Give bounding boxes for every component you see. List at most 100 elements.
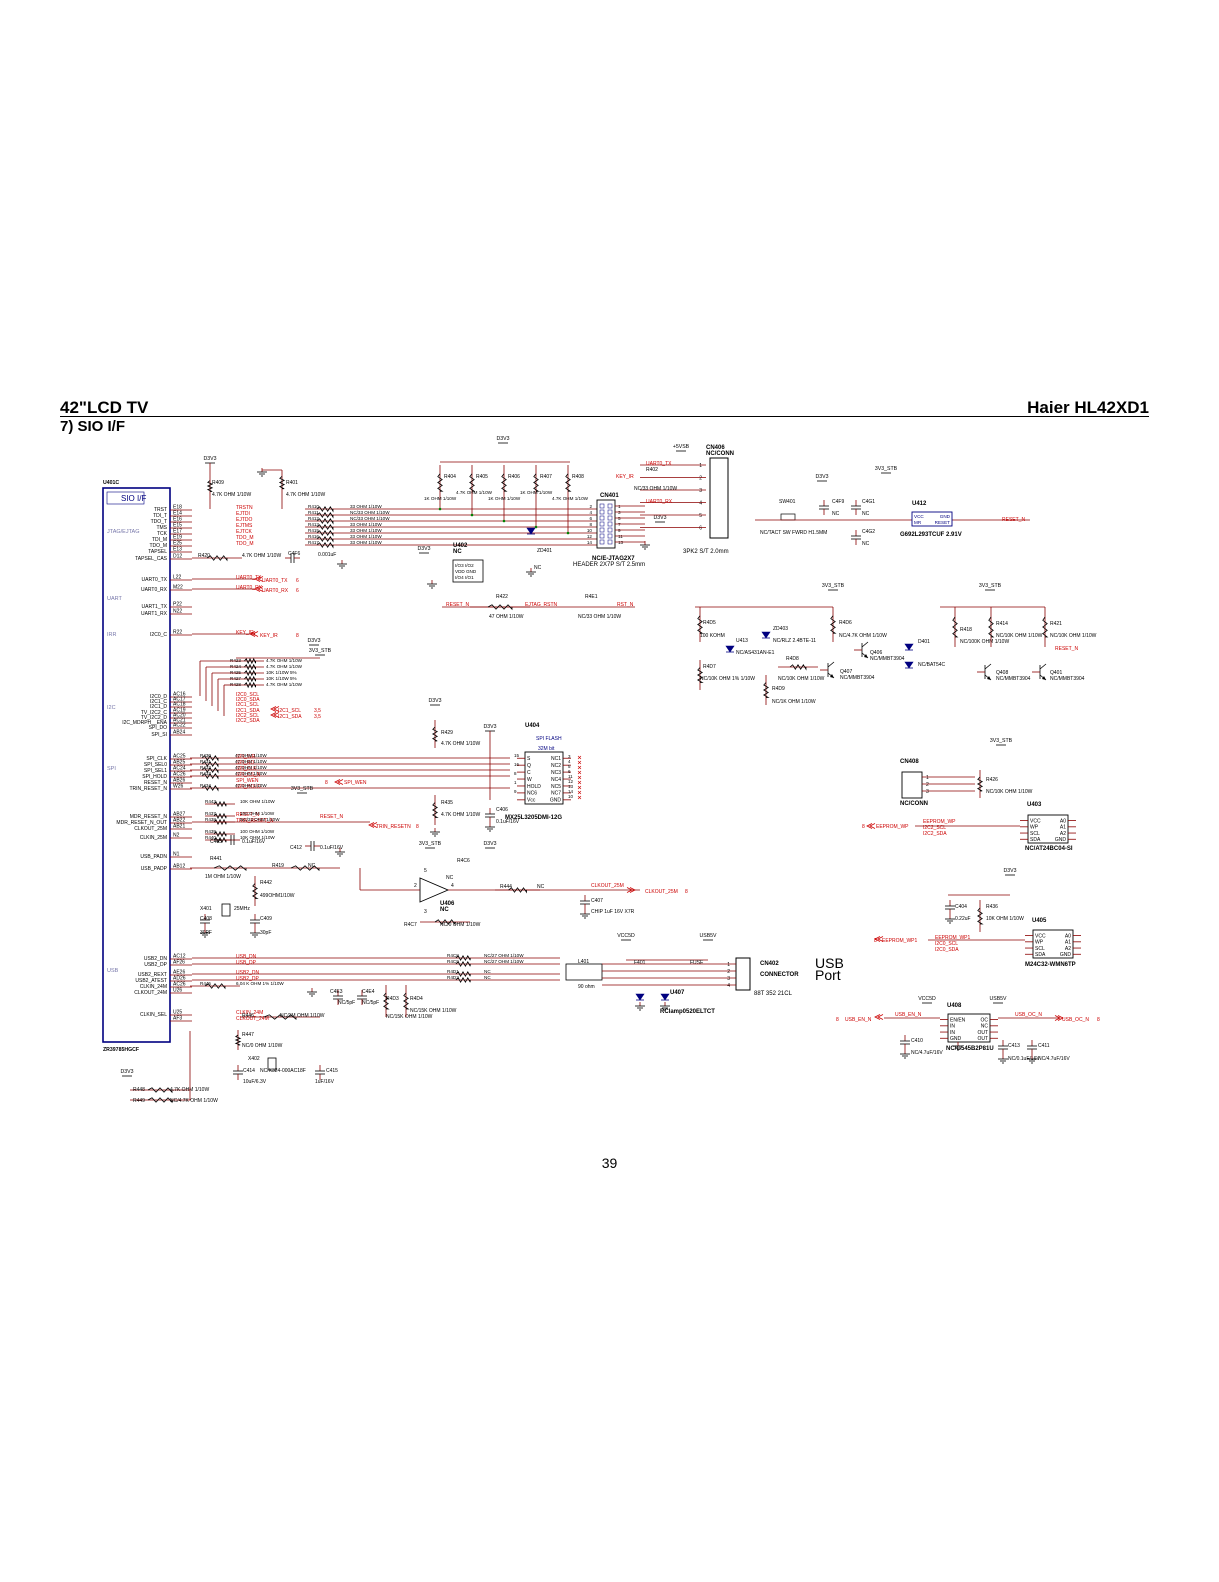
u404-part: MX25L3205DMI-12G xyxy=(505,815,562,821)
u412-part: G692L293TCUF 2.91V xyxy=(900,532,962,538)
u405-chip xyxy=(1032,929,1074,959)
u401-pin-number: U26 xyxy=(173,988,182,994)
net-label: UART0_TX xyxy=(236,575,262,581)
rail-label: D3V3 xyxy=(484,841,497,847)
u404-chip-pin-name: GND xyxy=(550,798,562,804)
offpage-label: EEPROM_WP xyxy=(876,824,909,830)
net-label: RESET_N xyxy=(446,602,469,608)
value: 100 KOHM xyxy=(700,633,725,639)
reset-series xyxy=(213,830,227,838)
u401-pin-number: AB24 xyxy=(173,730,185,736)
value: 0.22uF xyxy=(955,916,971,922)
net-label: EJTDI xyxy=(236,511,250,517)
net-label: RESET_N xyxy=(236,812,259,818)
ref: R420 xyxy=(198,553,210,559)
cn402-usb-connector xyxy=(735,957,751,991)
u404-chip-pin-name: C xyxy=(527,770,531,776)
u401-pin-name: UART0_RX xyxy=(141,587,168,593)
u401-pin-name: CLKOUT_24M xyxy=(134,990,167,996)
u404-chip-pin-name: NC2 xyxy=(551,763,561,769)
ref: R446 xyxy=(242,1013,254,1019)
rail-label: D3V3 xyxy=(121,1069,134,1075)
u401-pin-name: TMS xyxy=(156,525,167,531)
r4d8 xyxy=(789,664,807,671)
u401-pin-number: AC26 xyxy=(173,772,186,778)
u402-ref: U402 xyxy=(453,543,468,549)
cn401-pin xyxy=(599,515,605,521)
jtag-series xyxy=(316,536,334,543)
pin-number: 7 xyxy=(618,522,621,527)
u401-pin-number: AB21 xyxy=(173,824,185,830)
ref: R416 xyxy=(308,534,319,539)
value: 4.7K OHM 1/10W xyxy=(441,741,480,747)
ref: C414 xyxy=(243,1068,255,1074)
r420 xyxy=(206,555,228,562)
rail-label: 3V3_STB xyxy=(979,583,1002,589)
u401-pin-name: CLKIN_24M xyxy=(140,984,167,990)
value: NC/33 OHM 1/10W xyxy=(578,614,621,620)
offpage-arrow-icon xyxy=(1054,1015,1064,1021)
u401-pin-name: TV_I2C2_C xyxy=(141,710,168,716)
value: NC/10K OHM 1% 1/10W xyxy=(700,676,755,682)
value: 0.1uF/16V xyxy=(242,839,266,845)
u401-pin-name: TDO_M xyxy=(150,543,168,549)
pin-number: 11 xyxy=(618,534,623,539)
header-rule xyxy=(60,416,1149,417)
reset-series xyxy=(213,800,227,808)
u404-chip-pin-name: NC4 xyxy=(551,777,561,783)
u401-pin-name: USB_PADN xyxy=(140,854,167,860)
u404-chip-pin-name: NC6 xyxy=(527,791,537,797)
spi-series xyxy=(201,773,219,780)
pin-number: 3 xyxy=(727,976,730,982)
ref: R432 xyxy=(200,765,211,770)
u401-pin-number: R22 xyxy=(173,630,182,636)
u401-pin-name: TRST xyxy=(154,507,167,513)
value: NC/0 OHM 1/10W xyxy=(242,1043,283,1049)
value: NC/27 OHM 1/10W xyxy=(484,953,524,958)
ref: C4E4 xyxy=(362,989,375,995)
ref: D401 xyxy=(918,639,930,645)
value: 4.7K OHM 1/10W xyxy=(552,496,589,501)
net-label: EEPROM_WP1 xyxy=(935,935,971,941)
value: 47 OHM 1/10W xyxy=(235,753,267,758)
u408-chip xyxy=(947,1013,991,1043)
u408-chip-pin-name: OC xyxy=(981,1017,989,1023)
ref: R4C7 xyxy=(404,922,417,928)
rail-label: D3V3 xyxy=(654,515,667,521)
ref: C4F6 xyxy=(288,551,300,557)
offpage-arrow-icon xyxy=(254,586,264,592)
u401-pin-number: AD26 xyxy=(173,976,186,982)
value: NC/MMBT3904 xyxy=(1050,676,1085,682)
ref: R4D5 xyxy=(703,620,716,626)
u401-ref: U401C xyxy=(103,480,119,486)
usb-port-title: Port xyxy=(815,967,841,983)
net-label: SPI_CS_N xyxy=(236,772,261,778)
ref: R447 xyxy=(242,1032,254,1038)
ref: R437 xyxy=(205,811,216,816)
cn402-ref: CN402 xyxy=(760,961,779,967)
u405-chip-pin-name: A2 xyxy=(1065,946,1071,952)
jtag-pullup xyxy=(565,473,572,492)
nc-mark-icon xyxy=(577,785,582,790)
net-label: UART0_RX xyxy=(646,499,673,505)
pin-number: 16 xyxy=(514,762,520,767)
u401-pin-name: TV_I2C2_D xyxy=(141,715,168,721)
u404-title: SPI FLASH xyxy=(536,736,562,742)
rail-label: 3V3_STB xyxy=(875,466,898,472)
cn401-ref: CN401 xyxy=(600,493,619,499)
value: NC/BAT54C xyxy=(918,662,946,668)
rail-label: D3V3 xyxy=(418,546,431,552)
jtag-series xyxy=(316,524,334,531)
net-label: TDO_M xyxy=(236,541,254,547)
pin-number: 15 xyxy=(514,753,520,758)
value: 1K OHM 1/10W xyxy=(488,496,521,501)
u408-ref: U408 xyxy=(947,1003,962,1009)
ref: R407 xyxy=(540,474,552,480)
u401-pin-name: USB2_ATEST xyxy=(135,978,167,984)
net-label: KEY_IR xyxy=(236,630,254,636)
u401-pin-number: AC19 xyxy=(173,708,186,714)
value: 10K OHM 1/10W xyxy=(986,916,1024,922)
u401-pin-name: SPI_SI xyxy=(151,732,167,738)
u412-ref: U412 xyxy=(912,501,927,507)
